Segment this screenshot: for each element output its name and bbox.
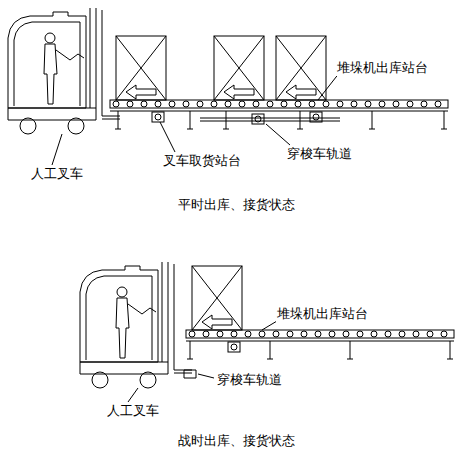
conveyor-part [357,331,363,337]
conveyor-part [427,331,433,337]
forklift-label: 人工叉车 [106,403,160,419]
conveyor-part [197,101,203,107]
conveyor-part [413,331,419,337]
conveyor-part [435,101,441,107]
conveyor-part [155,101,161,107]
conveyor-part [297,111,303,129]
conveyor-part [187,111,193,129]
conveyor-part [267,101,273,107]
caption: 平时出库、接货状态 [177,197,296,213]
conveyor-part [301,331,307,337]
conveyor-part [309,101,315,107]
conveyor-part [259,331,265,337]
conveyor-part [225,101,231,107]
conveyor-part [393,101,399,107]
conveyor-part [245,331,251,337]
track-label: 穿梭车轨道 [286,146,353,162]
conveyor-part [329,331,335,337]
conveyor-part [113,101,119,107]
conveyor-part [267,341,273,359]
conveyor-part [239,101,245,107]
conveyor-part [183,101,189,107]
conveyor-part [315,331,321,337]
conveyor-part [273,331,279,337]
caption: 战时出库、接货状态 [177,433,296,449]
conveyor-part [385,331,391,337]
conveyor-part [141,101,147,107]
conveyor-part [187,341,193,359]
conveyor-part [323,101,329,107]
conveyor-part [365,101,371,107]
conveyor-part [441,111,447,129]
conveyor-part [217,331,223,337]
conveyor-part [253,101,259,107]
forklift-label: 人工叉车 [30,166,84,182]
conveyor-part [231,331,237,337]
conveyor-part [169,101,175,107]
track-label: 穿梭车轨道 [216,372,283,388]
conveyor-part [447,341,453,359]
conveyor-part [127,101,133,107]
conveyor-part [351,101,357,107]
conveyor-part [441,331,447,337]
station-label: 堆垛机出库站台 [276,306,369,322]
conveyor-part [189,331,195,337]
conveyor-part [115,111,121,129]
conveyor-part [337,101,343,107]
conveyor-part [295,101,301,107]
conveyor-part [287,331,293,337]
conveyor-part [347,341,353,359]
conveyor-part [379,101,385,107]
conveyor-part [211,101,217,107]
conveyor-part [343,331,349,337]
station-label: 叉车取货站台 [162,153,242,169]
conveyor-part [369,111,375,129]
conveyor-part [371,331,377,337]
conveyor-part [223,111,229,129]
conveyor-part [421,101,427,107]
conveyor-part [203,331,209,337]
conveyor-part [407,101,413,107]
station-label: 堆垛机出库站台 [336,60,429,76]
conveyor-part [281,101,287,107]
conveyor-part [399,331,405,337]
